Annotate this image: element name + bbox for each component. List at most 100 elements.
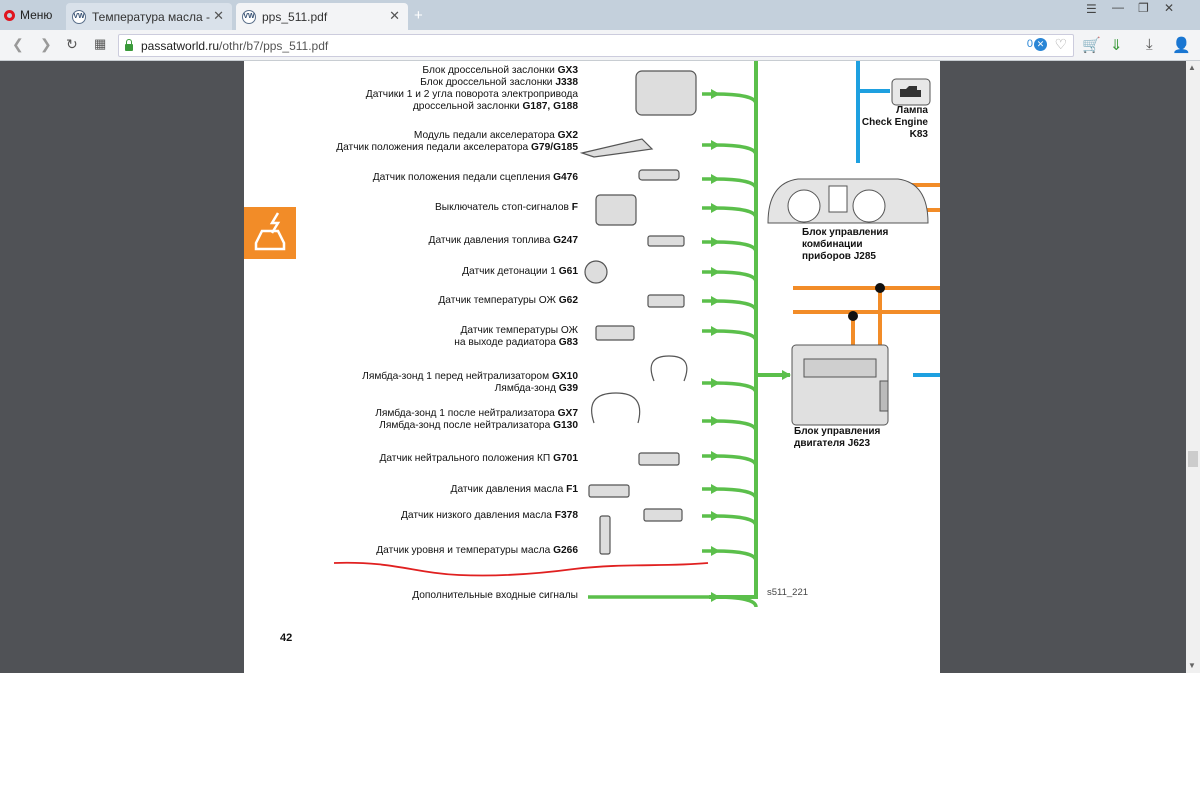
cluster-label-line: Блок управления	[802, 227, 889, 238]
maximize-icon[interactable]: ❐	[1138, 1, 1149, 15]
signal-arrowhead	[711, 237, 720, 247]
adblock-icon[interactable]: ✕	[1034, 38, 1047, 51]
opera-menu-button[interactable]: Меню	[4, 4, 52, 26]
tab-oil-temperature[interactable]: VW Температура масла - Стр ✕	[66, 3, 232, 30]
opera-logo-icon	[4, 9, 15, 21]
signal-arrowhead	[711, 267, 720, 277]
signal-line	[702, 206, 758, 219]
downloads-icon[interactable]: ⤓	[1146, 36, 1153, 53]
page-number: 42	[280, 632, 292, 644]
signal-line	[588, 595, 758, 608]
cluster-label-line: комбинации	[802, 238, 862, 250]
address-bar: ❮ ❯ ↻ ▦ passatworld.ru /othr/b7/pps_511.…	[0, 30, 1200, 61]
sensor-label-line: на выходе радиатора G83	[454, 337, 578, 348]
speed-dial-icon[interactable]: ▦	[94, 36, 107, 51]
secure-lock-icon	[125, 38, 133, 51]
back-icon[interactable]: ❮	[12, 36, 24, 52]
sensor-label-line: Лямбда-зонд G39	[495, 382, 579, 394]
signal-line	[702, 270, 758, 283]
signal-arrowhead	[711, 484, 720, 494]
sensor-label-line: Лямбда-зонд 1 после нейтрализатора GX7	[375, 407, 578, 419]
bookmark-heart-icon[interactable]: ♡	[1054, 36, 1067, 52]
signal-arrowhead	[711, 174, 720, 184]
forward-icon[interactable]: ❯	[40, 36, 52, 52]
sensor-label-line: Датчик положения педали сцепления G476	[373, 172, 579, 183]
signal-line	[702, 240, 758, 253]
scroll-thumb[interactable]	[1188, 451, 1198, 467]
close-tab-icon[interactable]: ✕	[213, 8, 224, 23]
output-lines	[856, 61, 940, 377]
signal-arrowhead	[711, 89, 720, 99]
url-domain: passatworld.ru	[141, 38, 220, 53]
url-path: /othr/b7/pps_511.pdf	[219, 38, 329, 53]
sensor-label-line: Датчик нейтрального положения КП G701	[379, 453, 578, 464]
signal-arrowhead	[711, 451, 720, 461]
new-tab-icon[interactable]: +	[414, 7, 423, 24]
scroll-down-icon[interactable]: ▼	[1188, 661, 1196, 670]
signal-line	[702, 549, 758, 562]
tab-pps-511[interactable]: VW pps_511.pdf ✕	[236, 3, 408, 30]
junction-dot	[875, 283, 885, 293]
vw-favicon-icon: VW	[242, 9, 256, 24]
figure-code: s511_221	[767, 587, 808, 598]
signal-line	[702, 299, 758, 312]
instrument-cluster	[767, 178, 929, 224]
neutral-sensor-icon	[638, 452, 680, 466]
signal-arrowhead	[711, 511, 720, 521]
signal-arrowhead	[711, 326, 720, 336]
signal-arrowhead	[711, 416, 720, 426]
signal-line	[702, 177, 758, 190]
tab-bar: Меню VW Температура масла - Стр ✕ VW pps…	[0, 0, 1200, 30]
check-engine-lamp-icon	[891, 78, 931, 106]
signal-arrowhead	[711, 378, 720, 388]
lambda-probe-1-icon	[650, 355, 688, 382]
signal-line	[702, 514, 758, 527]
shopping-cart-icon[interactable]: 🛒	[1082, 37, 1101, 54]
sensor-label-line: Датчик положения педали акселератора G79…	[336, 142, 578, 153]
close-tab-icon[interactable]: ✕	[389, 8, 400, 23]
scroll-up-icon[interactable]: ▲	[1188, 63, 1196, 72]
minimize-icon[interactable]: —	[1112, 0, 1124, 14]
close-window-icon[interactable]: ✕	[1164, 1, 1175, 15]
oil-pressure-sensor-icon	[588, 484, 630, 498]
sensor-label-line: Блок дроссельной заслонки GX3	[422, 65, 578, 76]
engine-control-unit	[791, 344, 889, 426]
sensor-label-line: Датчик давления масла F1	[451, 484, 579, 495]
cluster-label-line: приборов J285	[802, 250, 876, 262]
empty-area	[0, 673, 1200, 791]
oil-level-sensor-icon	[599, 515, 611, 555]
signal-arrowhead	[711, 296, 720, 306]
tab-title: Температура масла - Стр	[92, 9, 212, 24]
sensor-label-line: Датчик температуры ОЖ	[461, 325, 579, 336]
sensor-label-line: Датчик низкого давления масла F378	[401, 510, 578, 521]
lamp-label-line: K83	[910, 129, 929, 140]
signal-line	[702, 329, 758, 342]
vertical-scrollbar[interactable]: ▲ ▼	[1186, 61, 1200, 673]
component-labels: Лампа Check Engine K83 Блок управления к…	[794, 105, 928, 449]
tab-menu-icon[interactable]: ☰	[1086, 2, 1097, 16]
section-marker-icon	[244, 207, 296, 259]
knock-sensor-icon	[584, 260, 608, 284]
lamp-label-line: Check Engine	[862, 117, 929, 128]
reload-icon[interactable]: ↻	[66, 36, 78, 52]
accelerator-pedal-icon	[579, 138, 654, 158]
sensor-label-line: Лямбда-зонд после нейтрализатора G130	[379, 419, 578, 431]
sensor-label-line: Блок дроссельной заслонки J338	[420, 77, 578, 88]
signal-line	[702, 454, 758, 467]
sensor-label-line: дроссельной заслонки G187, G188	[413, 101, 578, 112]
ecu-label-line: двигателя J623	[794, 438, 870, 449]
red-annotation-stroke	[333, 561, 709, 577]
signal-line	[702, 419, 758, 432]
fuel-pressure-sensor-icon	[647, 235, 685, 247]
sensor-label-line: Датчик детонации 1 G61	[462, 266, 578, 277]
download-extension-icon[interactable]: ⇓	[1110, 37, 1123, 54]
sensor-label-line: Лямбда-зонд 1 перед нейтрализатором GX10	[362, 370, 578, 382]
brake-switch-icon	[595, 194, 637, 226]
sensor-label-line: Модуль педали акселератора GX2	[414, 130, 578, 141]
url-field[interactable]: passatworld.ru /othr/b7/pps_511.pdf 0 ✕ …	[118, 34, 1074, 57]
account-icon[interactable]: 👤	[1172, 37, 1191, 54]
